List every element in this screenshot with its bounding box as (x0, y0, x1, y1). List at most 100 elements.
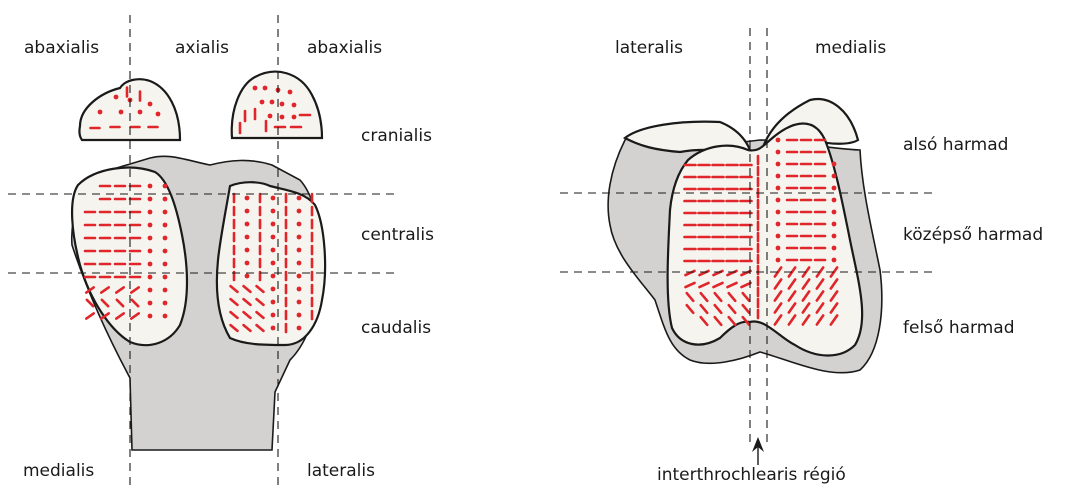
marker-dot (271, 326, 276, 331)
marker-dot (163, 210, 168, 215)
marker-dot (253, 86, 258, 91)
label-centralis: centralis (361, 225, 434, 245)
marker-dot (832, 246, 837, 251)
marker-dot (297, 300, 302, 305)
marker-dot (268, 114, 273, 119)
marker-dot (148, 236, 153, 241)
label-felso-harmad: felső harmad (903, 318, 1014, 338)
marker-dot (776, 138, 781, 143)
marker-dot (297, 209, 302, 214)
label-cranialis: cranialis (361, 126, 432, 146)
marker-dot (776, 258, 781, 263)
marker-dot (148, 249, 153, 254)
label-lateralis-top: lateralis (615, 38, 683, 58)
marker-dot (297, 287, 302, 292)
marker-dot (148, 197, 153, 202)
marker-dot (163, 275, 168, 280)
marker-dot (245, 209, 250, 214)
marker-dot (138, 110, 143, 115)
marker-dot (148, 314, 153, 319)
marker-dot (148, 275, 153, 280)
marker-dot (297, 235, 302, 240)
marker-dot (297, 196, 302, 201)
marker-dot (163, 223, 168, 228)
marker-dot (271, 222, 276, 227)
marker-dot (832, 162, 837, 167)
marker-dot (776, 198, 781, 203)
label-also-harmad: alsó harmad (903, 135, 1008, 155)
left-figure: abaxialis axialis abaxialis cranialis ce… (8, 15, 434, 486)
marker-dot (271, 300, 276, 305)
marker-dot (271, 274, 276, 279)
marker-dot (832, 258, 837, 263)
marker-dot (288, 90, 293, 95)
marker-dot (245, 222, 250, 227)
marker-dot (271, 235, 276, 240)
marker-dot (776, 246, 781, 251)
marker-dot (297, 261, 302, 266)
marker-dot (832, 210, 837, 215)
marker-dot (148, 184, 153, 189)
marker-dot (263, 86, 268, 91)
marker-dot (776, 222, 781, 227)
marker-dot (148, 210, 153, 215)
marker-dot (292, 115, 297, 120)
marker-dot (245, 235, 250, 240)
marker-dot (832, 186, 837, 191)
marker-dot (163, 301, 168, 306)
marker-dot (271, 261, 276, 266)
marker-dot (148, 102, 153, 107)
marker-dot (163, 197, 168, 202)
marker-dot (270, 100, 275, 105)
marker-dot (163, 236, 168, 241)
label-abaxialis-left: abaxialis (24, 38, 99, 58)
marker-dash (86, 313, 93, 318)
marker-dot (245, 261, 250, 266)
marker-dot (776, 150, 781, 155)
marker-dot (156, 112, 161, 117)
marker-dot (114, 95, 119, 100)
marker-dot (776, 174, 781, 179)
marker-dot (832, 222, 837, 227)
interthrochlearis-arrow-icon (752, 437, 764, 465)
marker-dot (297, 222, 302, 227)
marker-dot (271, 248, 276, 253)
marker-dot (163, 249, 168, 254)
marker-dot (260, 100, 265, 105)
marker-dot (297, 313, 302, 318)
marker-dot (148, 223, 153, 228)
label-interthrochlearis-regio: interthrochlearis régió (657, 465, 846, 485)
marker-dot (776, 210, 781, 215)
marker-dot (776, 234, 781, 239)
marker-dot (98, 110, 103, 115)
marker-dot (163, 262, 168, 267)
label-kozepso-harmad: középső harmad (903, 225, 1043, 245)
marker-dot (271, 209, 276, 214)
marker-dot (163, 184, 168, 189)
marker-dot (245, 274, 250, 279)
label-axialis: axialis (175, 38, 229, 58)
marker-dot (163, 288, 168, 293)
marker-dot (148, 301, 153, 306)
label-lateralis-bottom: lateralis (307, 461, 375, 481)
marker-dot (271, 313, 276, 318)
marker-dot (297, 326, 302, 331)
marker-dot (271, 287, 276, 292)
marker-dot (292, 103, 297, 108)
marker-dot (832, 234, 837, 239)
label-medialis-bottom: medialis (23, 461, 94, 481)
marker-dot (245, 248, 250, 253)
marker-dot (832, 198, 837, 203)
marker-dot (832, 174, 837, 179)
marker-dot (245, 196, 250, 201)
marker-dot (297, 274, 302, 279)
marker-dot (271, 196, 276, 201)
marker-dot (280, 115, 285, 120)
marker-dot (148, 262, 153, 267)
marker-dot (297, 248, 302, 253)
marker-dot (119, 110, 124, 115)
label-abaxialis-right: abaxialis (307, 38, 382, 58)
label-medialis-top: medialis (815, 38, 886, 58)
marker-dot (776, 162, 781, 167)
